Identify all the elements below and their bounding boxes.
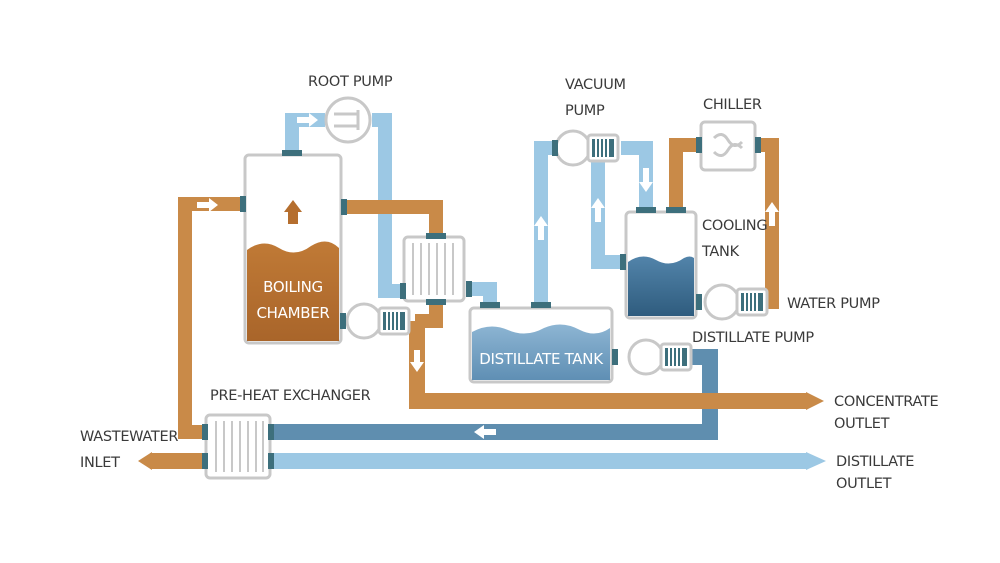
vacuum-pump — [554, 129, 620, 167]
boiling-chamber-liquid — [247, 241, 339, 341]
chiller — [699, 120, 757, 172]
boiling-chamber-label-line-1: BOILING — [263, 278, 323, 296]
vacuum-pump-label: VACUUM PUMP — [565, 74, 626, 122]
distillate-outlet-label-line-1: DISTILLATE — [836, 454, 915, 470]
cooling-tank-label: COOLING TANK — [702, 215, 768, 263]
distillate-tank-liquid — [472, 324, 610, 380]
concentrate-outlet-arrowhead — [806, 392, 824, 410]
wastewater-inlet-label: WASTEWATER INLET — [80, 426, 178, 474]
condenser-exchanger — [402, 235, 466, 303]
water-pump — [703, 283, 769, 321]
pre-heat-exchanger — [204, 413, 272, 480]
distillate-outlet-label-line-2: OUTLET — [836, 476, 892, 492]
boiling-chamber — [243, 153, 343, 345]
boiling-chamber-label-line-2: CHAMBER — [256, 304, 330, 322]
cooling-tank-liquid — [628, 256, 694, 316]
flow-arrow-right-icon — [197, 198, 218, 212]
flow-arrow-up-icon — [591, 198, 605, 222]
pipe-condenser-to-distillate-tank — [466, 282, 497, 308]
flow-arrow-down-icon — [639, 168, 653, 192]
distillate-outlet-label: DISTILLATE OUTLET — [836, 451, 914, 495]
distillate-pump-label: DISTILLATE PUMP — [692, 330, 814, 346]
boiling-chamber-pump — [345, 302, 411, 340]
chiller-loop-left-pipe — [669, 138, 700, 212]
water-pump-label: WATER PUMP — [787, 296, 880, 312]
flow-arrow-left-icon — [474, 425, 496, 439]
distillate-tank-label: DISTILLATE TANK — [479, 350, 603, 368]
flow-arrows — [197, 113, 779, 439]
cooling-tank-label-line-2: TANK — [702, 244, 739, 260]
pipe-connectors — [202, 137, 761, 469]
wastewater-inlet-label-line-2: INLET — [80, 455, 120, 471]
distillate-pump — [627, 338, 693, 376]
vapor-pipes — [272, 113, 806, 469]
concentrate-outlet-label: CONCENTRATE OUTLET — [834, 391, 939, 435]
vacuum-line-pump-to-cooling-tank — [621, 141, 653, 212]
flow-arrow-up-icon — [765, 202, 779, 226]
vacuum-line-cooling-tank-to-pump — [591, 160, 623, 269]
wastewater-inlet-label-line-1: WASTEWATER — [80, 429, 179, 445]
vapor-pipe-to-root-pump — [285, 113, 325, 155]
chamber-vapor-to-condenser-pipe — [342, 200, 443, 236]
concentrate-pipe — [409, 321, 806, 409]
concentrate-outlet-label-line-1: CONCENTRATE — [834, 394, 939, 410]
flow-arrow-down-icon — [410, 350, 424, 372]
flow-arrow-right-icon — [297, 113, 318, 127]
cooling-tank — [624, 210, 698, 320]
condensate-link-pipe — [415, 300, 443, 328]
distillate-outlet-arrowhead — [806, 452, 826, 470]
flow-arrow-up-icon — [534, 216, 548, 240]
distillate-tank — [468, 306, 614, 384]
concentrate-outlet-label-line-2: OUTLET — [834, 416, 890, 432]
cooling-tank-label-line-1: COOLING — [702, 218, 768, 234]
root-pump — [324, 96, 372, 144]
root-pump-label: ROOT PUMP — [308, 74, 393, 90]
boiling-chamber-label: BOILING CHAMBER — [247, 275, 339, 325]
vacuum-line-from-distillate-tank — [534, 141, 556, 306]
vacuum-pump-label-line-2: PUMP — [565, 103, 605, 119]
vapor-rise-arrow-icon — [284, 200, 302, 224]
wastewater-inlet-arrowhead — [138, 452, 152, 470]
chiller-label: CHILLER — [703, 97, 762, 113]
chiller-fan-icon — [712, 133, 744, 157]
pre-heat-exchanger-label: PRE-HEAT EXCHANGER — [210, 388, 371, 404]
vacuum-pump-label-line-1: VACUUM — [565, 77, 626, 93]
